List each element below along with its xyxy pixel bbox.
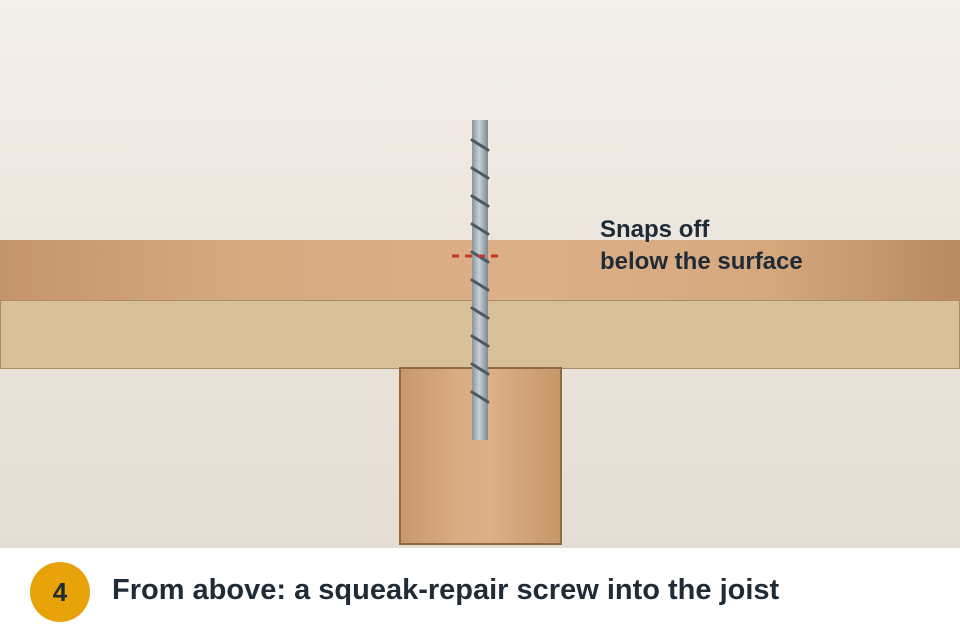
- callout-line-2: below the surface: [600, 248, 803, 275]
- callout-line-1: Snaps off: [600, 216, 710, 243]
- screw-thread: [470, 138, 490, 152]
- screw-threads: [470, 138, 490, 404]
- screw-thread: [470, 166, 490, 180]
- screw-thread: [470, 278, 490, 292]
- caption-text: From above: a squeak-repair screw into t…: [112, 574, 780, 606]
- screw-thread: [470, 334, 490, 348]
- caption-bar: 4 From above: a squeak-repair screw into…: [0, 548, 960, 640]
- step-badge: 4: [30, 562, 90, 622]
- screw-thread: [470, 194, 490, 208]
- screw-diagram: [452, 120, 502, 440]
- screw-thread: [470, 222, 490, 236]
- screw-thread: [470, 390, 490, 404]
- screw-icon: [470, 120, 490, 440]
- screw-thread: [470, 306, 490, 320]
- snap-off-callout: Snaps off below the surface: [600, 214, 803, 278]
- screw-thread: [470, 362, 490, 376]
- diagram-scene: Snaps off below the surface: [0, 0, 960, 548]
